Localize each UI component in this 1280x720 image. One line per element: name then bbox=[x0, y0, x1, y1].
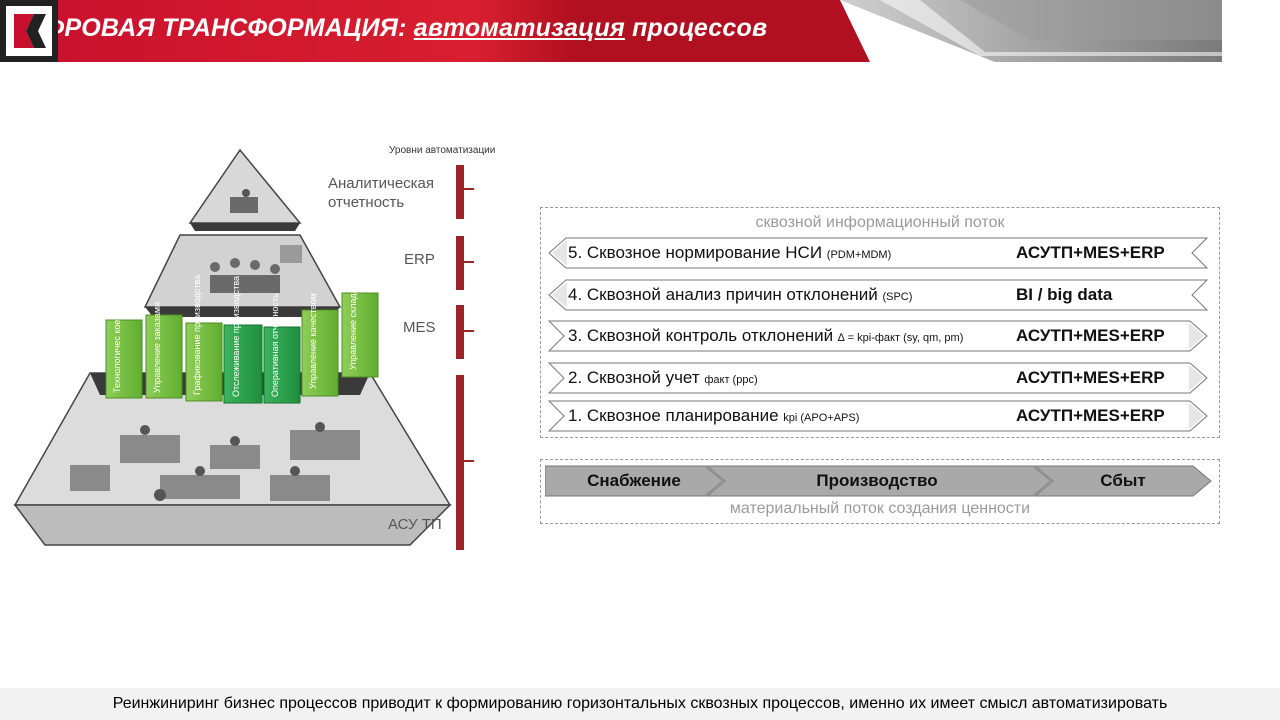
material-flow-caption: материальный поток создания ценности bbox=[729, 500, 1031, 517]
info-flow-panel: сквозной информационный поток bbox=[540, 207, 1220, 438]
title-part-2: автоматизация bbox=[413, 14, 625, 42]
module-label-scheduling: Графикование производства bbox=[192, 275, 202, 395]
level-label-erp: ERP bbox=[404, 251, 435, 268]
stage-production: Производство bbox=[816, 471, 938, 490]
flow-row-2-system: АСУТП+MES+ERP bbox=[1016, 368, 1165, 387]
title-part-1: ЦИФРОВАЯ ТРАНСФОРМАЦИЯ: bbox=[8, 14, 407, 42]
stage-sales: Сбыт bbox=[1100, 471, 1146, 490]
flow-row-3-system: АСУТП+MES+ERP bbox=[1016, 326, 1165, 345]
arrow-left-shape bbox=[548, 279, 1208, 311]
module-label-orders: Управление заказами bbox=[152, 302, 162, 393]
footer-bar: Реинжиниринг бизнес процессов приводит к… bbox=[0, 688, 1280, 720]
header-bar: ЦИФРОВАЯ ТРАНСФОРМАЦИЯ: автоматизация пр… bbox=[0, 0, 1280, 62]
flow-row-2-text: 2. Сквозной учет факт (ppc) bbox=[568, 368, 758, 387]
flow-row-4-text: 4. Сквозной анализ причин отклонений (SP… bbox=[568, 285, 913, 304]
module-label-tracking: Отслеживание производства bbox=[231, 276, 241, 397]
company-logo-icon bbox=[0, 0, 58, 62]
level-label-analytics: Аналитическая отчетность bbox=[328, 175, 435, 211]
flow-row-5-text: 5. Сквозное нормирование НСИ (PDM+MDM) bbox=[568, 243, 892, 262]
flow-row-5: 5. Сквозное нормирование НСИ (PDM+MDM) А… bbox=[548, 237, 1208, 269]
material-flow-panel bbox=[540, 459, 1220, 524]
flow-row-3-text: 3. Сквозной контроль отклонений ∆ = kpi-… bbox=[568, 326, 964, 345]
flow-row-1-text: 1. Сквозное планирование kpi (APO+APS) bbox=[568, 406, 860, 425]
stage-supply: Снабжение bbox=[587, 471, 681, 490]
flow-row-5-system: АСУТП+MES+ERP bbox=[1016, 243, 1165, 262]
level-brackets bbox=[456, 165, 474, 550]
module-label-warehouse: Управление складами bbox=[348, 277, 358, 370]
module-label-reporting: Оперативная отчетность bbox=[270, 293, 280, 397]
title-part-3: процессов bbox=[632, 14, 768, 42]
flow-row-1-system: АСУТП+MES+ERP bbox=[1016, 406, 1165, 425]
arrow-right-shape bbox=[548, 362, 1208, 394]
module-label-quality: Управление качеством bbox=[308, 293, 318, 389]
flow-row-4-system: BI / big data bbox=[1016, 285, 1113, 304]
arrow-right-shape bbox=[548, 400, 1208, 432]
page-title: ЦИФРОВАЯ ТРАНСФОРМАЦИЯ: автоматизация пр… bbox=[8, 14, 767, 43]
header-background bbox=[0, 0, 1280, 62]
arrow-left-shape bbox=[548, 237, 1208, 269]
info-flow-caption: сквозной информационный поток bbox=[755, 214, 1005, 231]
flow-row-2: 2. Сквозной учет факт (ppc) АСУТП+MES+ER… bbox=[548, 362, 1208, 394]
flow-row-4: 4. Сквозной анализ причин отклонений (SP… bbox=[548, 279, 1208, 311]
flow-row-3: 3. Сквозной контроль отклонений ∆ = kpi-… bbox=[548, 320, 1208, 352]
level-label-mes: MES bbox=[403, 319, 436, 336]
levels-heading: Уровни автоматизации bbox=[389, 145, 496, 156]
flow-row-1: 1. Сквозное планирование kpi (APO+APS) А… bbox=[548, 400, 1208, 432]
level-label-asutp: АСУ ТП bbox=[388, 516, 442, 533]
module-label-nsi: Технологичес кое НСИ bbox=[112, 298, 122, 393]
material-flow-chevrons bbox=[545, 465, 1212, 497]
module-boxes bbox=[105, 292, 379, 404]
footer-text: Реинжиниринг бизнес процессов приводит к… bbox=[112, 695, 1168, 712]
arrow-right-shape bbox=[548, 320, 1208, 352]
automation-pyramid: Технологичес кое НСИ Управление заказами… bbox=[13, 148, 452, 546]
